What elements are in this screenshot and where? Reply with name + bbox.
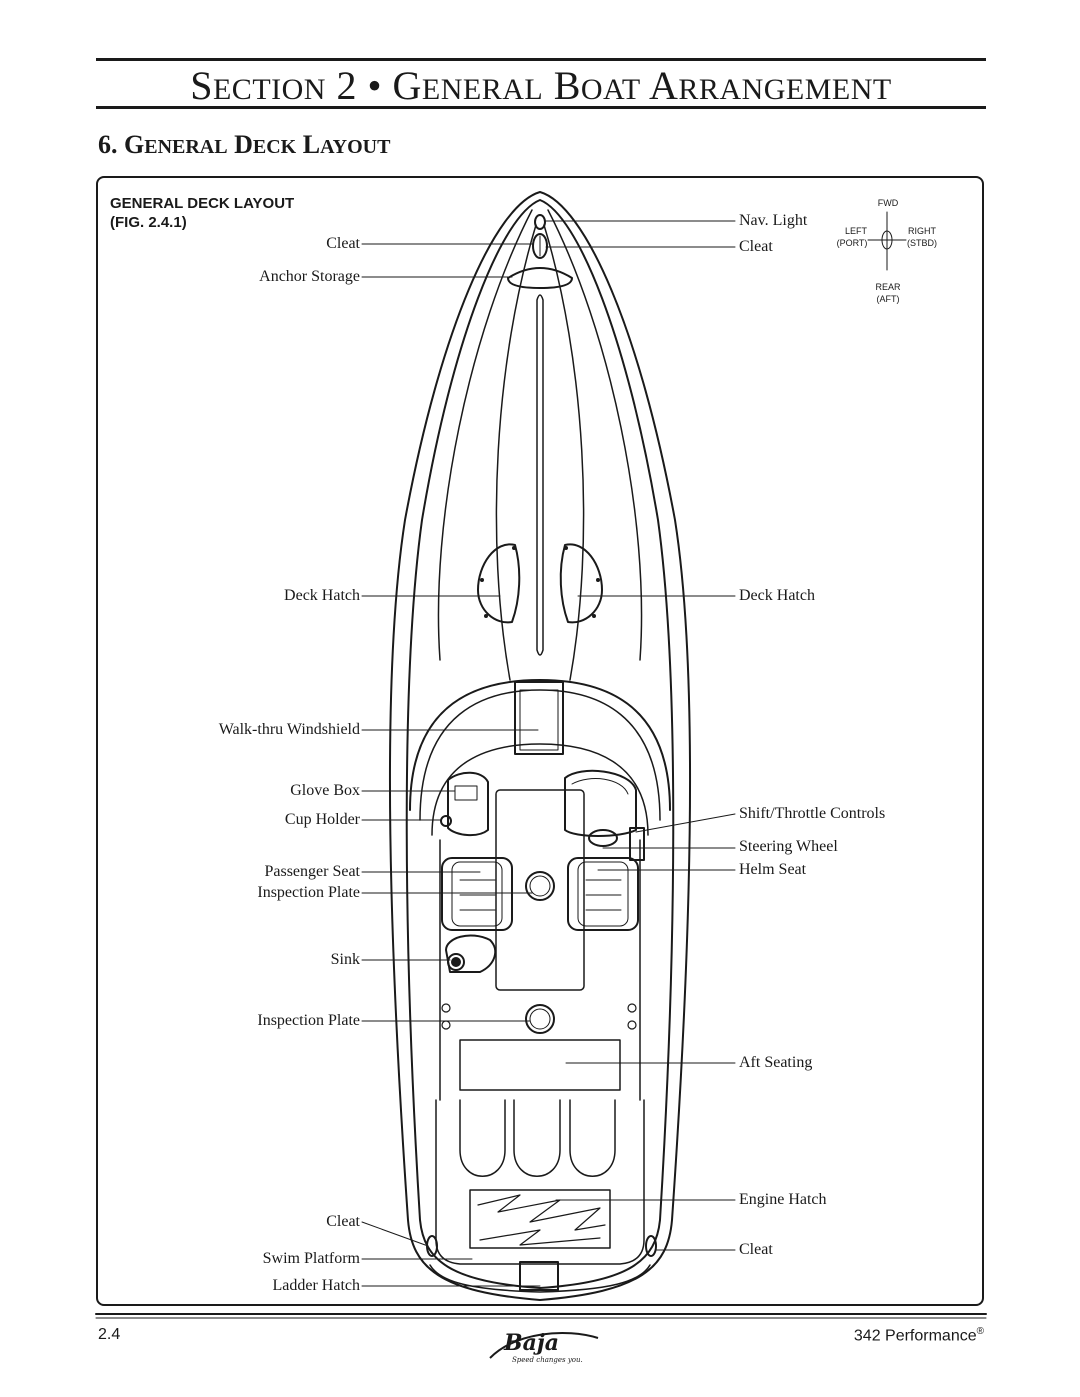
figure-caption: GENERAL DECK LAYOUT (FIG. 2.4.1): [110, 195, 295, 231]
bow-graphic-left: [437, 209, 533, 661]
aft-seating: [459, 1039, 621, 1091]
title-rule: [96, 106, 986, 109]
leader-lines-right: [544, 220, 736, 1251]
page-number: 2.4: [98, 1326, 121, 1343]
label-cup-holder: Cup Holder: [284, 811, 360, 828]
label-passenger-seat: Passenger Seat: [264, 863, 360, 880]
top-rule: [96, 58, 986, 61]
label-aft-seating: Aft Seating: [739, 1054, 813, 1071]
compass-icon: [867, 211, 907, 271]
label-cleat-bow-left: Cleat: [326, 235, 360, 252]
compass-right: RIGHT: [908, 226, 936, 236]
label-swim-platform: Swim Platform: [262, 1250, 360, 1267]
label-ladder-hatch: Ladder Hatch: [272, 1277, 360, 1294]
subsection-title: 6. GENERAL DECK LAYOUT: [98, 130, 391, 159]
bow-center-rib: [536, 294, 544, 656]
walk-thru-door: [514, 681, 564, 755]
label-deck-hatch-left: Deck Hatch: [284, 587, 360, 604]
label-anchor-storage: Anchor Storage: [259, 268, 360, 285]
cup-holder: [440, 815, 452, 827]
bow-graphic-right: [547, 209, 643, 661]
label-shift-throttle: Shift/Throttle Controls: [739, 805, 886, 822]
label-steering-wheel: Steering Wheel: [739, 838, 838, 855]
logo-tagline: Speed changes you.: [512, 1356, 583, 1364]
cockpit-floor: [495, 789, 585, 991]
inspection-plate-1: [525, 871, 555, 901]
swim-platform: [429, 1264, 651, 1293]
label-deck-hatch-right: Deck Hatch: [739, 587, 815, 604]
label-engine-hatch: Engine Hatch: [739, 1191, 827, 1208]
compass-port: (PORT): [836, 238, 868, 248]
baja-logo: Baja Speed changes you.: [486, 1324, 602, 1368]
inspection-plate-2: [525, 1004, 555, 1034]
label-nav-light: Nav. Light: [739, 212, 808, 229]
compass-aft: (AFT): [876, 294, 900, 304]
glove-box: [447, 771, 489, 836]
stern-cleat-right: [645, 1235, 657, 1257]
logo-wordmark: Baja: [504, 1330, 560, 1356]
compass-rear: REAR: [875, 282, 901, 292]
compass-left: LEFT: [844, 226, 867, 236]
label-cleat-stern-right: Cleat: [739, 1241, 773, 1258]
ladder-hatch: [519, 1261, 559, 1291]
hull-outer: [389, 191, 691, 1301]
deck-inner-line: [405, 199, 675, 1289]
windshield-outer: [409, 679, 671, 811]
figure-frame: [96, 176, 984, 1306]
helm-console: [564, 769, 637, 837]
bow-cleat: [532, 233, 548, 259]
aft-seat-cushions: [459, 1099, 616, 1177]
section-title: SECTION 2 • GENERAL BOAT ARRANGEMENT: [190, 63, 892, 108]
anchor-storage: [507, 267, 573, 289]
deck-hatch-right: [559, 543, 603, 624]
nav-light: [534, 214, 546, 230]
label-inspection-plate-1: Inspection Plate: [257, 884, 360, 901]
steering-wheel: [588, 829, 618, 847]
deck-hatch-left: [477, 543, 521, 624]
compass-stbd: (STBD): [907, 238, 937, 248]
label-cleat-bow-right: Cleat: [739, 238, 773, 255]
label-walk-thru-windshield: Walk-thru Windshield: [218, 721, 360, 738]
shift-throttle: [629, 827, 645, 861]
passenger-seat: [441, 857, 513, 931]
label-helm-seat: Helm Seat: [739, 861, 807, 878]
leader-lines-left: [361, 243, 541, 1287]
label-glove-box: Glove Box: [290, 782, 360, 799]
compass-fwd: FWD: [877, 198, 899, 208]
label-sink: Sink: [330, 951, 360, 968]
engine-hatch: [469, 1189, 611, 1249]
helm-seat: [567, 857, 639, 931]
model-name: 342 Performance®: [853, 1326, 984, 1345]
label-inspection-plate-2: Inspection Plate: [257, 1012, 360, 1029]
cockpit-outline: [439, 839, 641, 1101]
label-cleat-stern-left: Cleat: [326, 1213, 360, 1230]
sink: [445, 934, 497, 973]
